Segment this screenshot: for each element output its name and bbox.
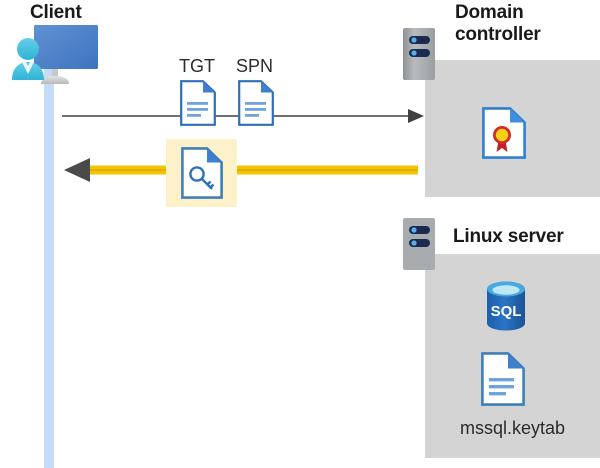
server-rack-icon-linux-server (403, 218, 435, 270)
linux-server-title: Linux server (453, 226, 564, 247)
sql-database-icon: SQL (482, 280, 530, 332)
domain-controller-title-line1: Domain (455, 2, 524, 23)
key-document-icon (181, 147, 223, 199)
request-arrow-head (408, 109, 424, 123)
server-rack-icon-domain-controller (403, 28, 435, 80)
response-arrow-head (64, 158, 90, 182)
document-icon-tgt (180, 80, 216, 126)
domain-controller-title-line2: controller (455, 24, 541, 45)
certificate-document-icon (482, 107, 526, 159)
keytab-document-icon (481, 352, 525, 406)
keytab-filename-label: mssql.keytab (459, 418, 566, 438)
document-icon-spn (238, 80, 274, 126)
spn-label: SPN (236, 56, 274, 76)
client-lifeline (44, 66, 54, 468)
domain-controller-title: Domain controller (455, 2, 595, 46)
user-workstation-icon (8, 22, 112, 94)
sql-database-label: SQL (491, 303, 522, 320)
tgt-label: TGT (179, 56, 215, 76)
client-title: Client (30, 2, 82, 23)
